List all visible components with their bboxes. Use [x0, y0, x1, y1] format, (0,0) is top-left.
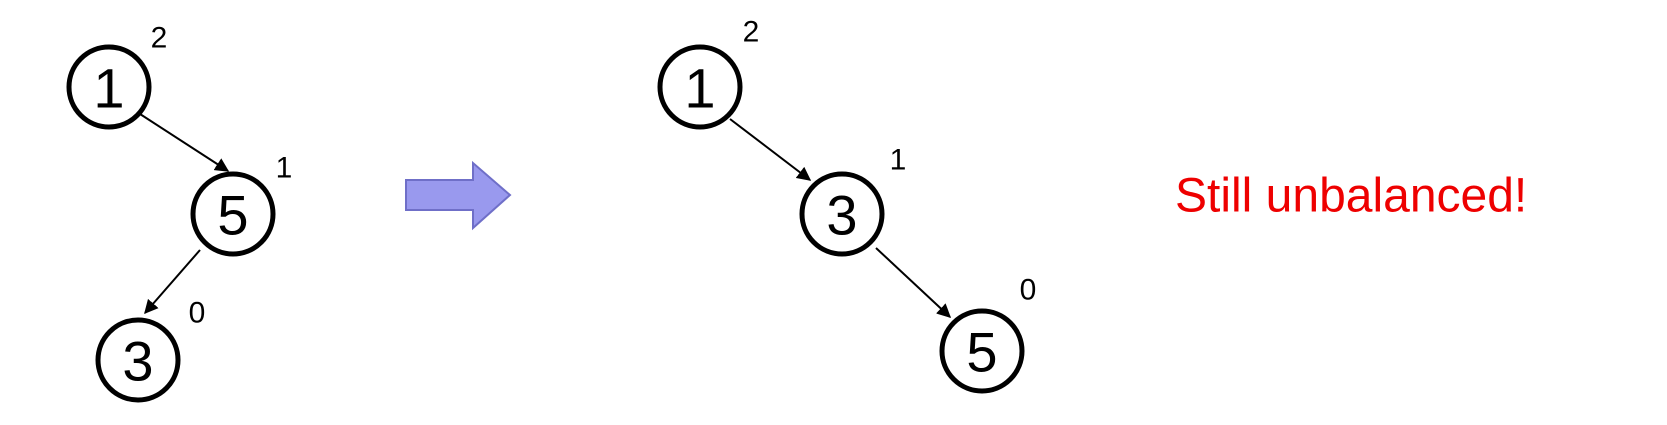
before-node-3-label: 3 [122, 330, 153, 393]
after-node-1: 1 2 [657, 16, 760, 130]
after-node-5-height: 0 [1020, 274, 1037, 307]
right-arrow-icon [405, 160, 512, 231]
before-edge-5-to-3 [144, 249, 201, 315]
before-node-3: 3 0 [95, 297, 206, 403]
before-node-1-height: 2 [151, 22, 168, 55]
after-node-3-height: 1 [890, 144, 907, 177]
status-message: Still unbalanced! [1175, 170, 1527, 223]
after-node-5: 5 0 [939, 274, 1037, 394]
after-edge-3-to-5 [875, 247, 952, 318]
after-edge-1-to-3 [729, 118, 812, 181]
before-tree: 1 2 5 1 3 0 [66, 22, 293, 403]
after-node-3-label: 3 [826, 184, 857, 247]
after-node-3: 3 1 [799, 144, 907, 257]
after-node-5-label: 5 [966, 321, 997, 384]
after-node-1-height: 2 [743, 16, 760, 49]
before-node-1-label: 1 [93, 57, 124, 120]
before-node-5-label: 5 [217, 184, 248, 247]
after-node-1-label: 1 [684, 57, 715, 120]
before-node-1: 1 2 [66, 22, 168, 130]
before-edge-1-to-5 [139, 113, 230, 172]
after-tree: 1 2 3 1 5 0 [657, 16, 1037, 394]
before-node-5: 5 1 [190, 152, 293, 257]
before-node-5-height: 1 [276, 152, 293, 185]
before-node-3-height: 0 [189, 297, 206, 330]
